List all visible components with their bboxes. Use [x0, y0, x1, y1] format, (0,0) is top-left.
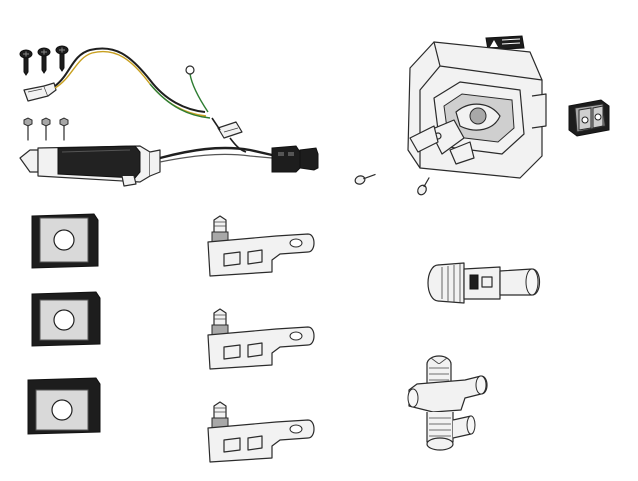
hex-bolt-group [22, 117, 72, 144]
hex-bolt-icon [23, 117, 69, 141]
lock-mechanism-icon [409, 103, 501, 165]
spacer-pad-stack-icon [568, 99, 610, 137]
small-connector-icon [23, 82, 57, 102]
valve-fitting-icon [407, 355, 488, 451]
striker-bracket-3 [200, 398, 320, 468]
small-screw-icon [354, 173, 430, 196]
spacer-pads [565, 96, 615, 140]
small-screw-pair [350, 168, 440, 204]
valve-fitting [405, 350, 495, 460]
striker-bracket-icon [207, 401, 315, 463]
connector-plug-icon [271, 145, 319, 173]
phillips-screw-group [18, 45, 78, 78]
striker-bracket-1 [200, 212, 320, 282]
square-pad-2 [30, 290, 102, 350]
warning-sticker-icon [485, 35, 525, 51]
striker-bracket-icon [207, 215, 315, 277]
lock-cylinder [420, 255, 550, 315]
square-pad-3 [26, 376, 102, 438]
square-pad-icon [27, 377, 101, 435]
striker-bracket-icon [207, 308, 315, 370]
square-pad-icon [31, 291, 101, 347]
lock-housing [390, 30, 560, 195]
linear-actuator-icon [19, 145, 161, 187]
lock-housing-icon [407, 35, 547, 179]
square-pad-1 [30, 212, 100, 272]
striker-bracket-2 [200, 305, 320, 375]
phillips-screw-icon [19, 45, 69, 76]
square-pad-icon [31, 213, 99, 269]
lock-cylinder-icon [427, 262, 541, 304]
wire-harness-icon [19, 47, 319, 187]
wire-harness-assembly [0, 0, 330, 200]
